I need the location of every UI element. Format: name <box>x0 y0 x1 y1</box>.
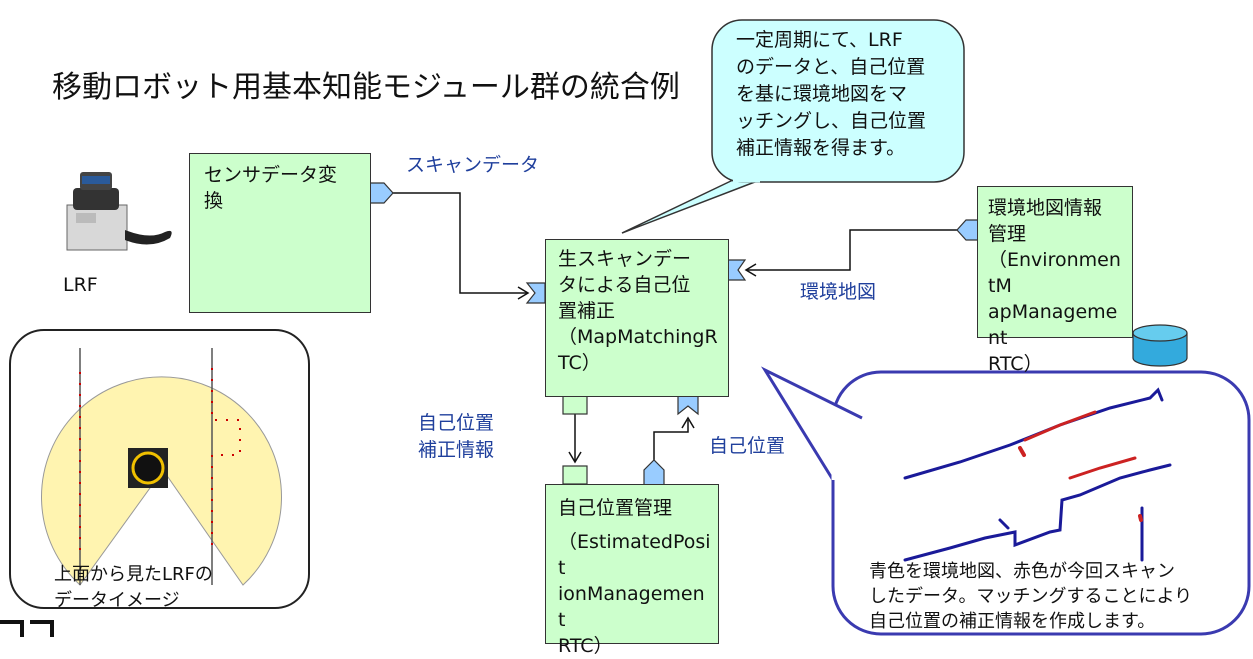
block-label-line2: タによる自己位 <box>558 274 691 296</box>
self-position-label: 自己位置 <box>709 435 786 457</box>
block-label-line3: 置補正 <box>558 300 616 322</box>
mapmatching-rtc-block[interactable]: 生スキャンデー タによる自己位 置補正 （MapMatchingR TC） <box>545 239 729 397</box>
callout-top-tail <box>621 179 761 234</box>
callout-line: ッチングし、自己位置 <box>736 110 927 132</box>
block-label-line3: ionManagement <box>558 583 705 631</box>
database-icon <box>1132 324 1188 367</box>
sensor-conversion-block[interactable]: センサデータ変 換 <box>189 153 371 313</box>
block-label-line2: 換 <box>204 190 224 212</box>
block-label-line4: apManagement <box>988 301 1118 349</box>
block-label-line1: センサデータ変 <box>204 164 338 186</box>
envmap-outport[interactable] <box>956 219 979 241</box>
envmap-rtc-block[interactable]: 環境地図情報 管理 （EnvironmentM apManagement RTC… <box>977 186 1133 375</box>
scan-data-label: スキャンデータ <box>406 154 540 176</box>
map-matching-plot <box>903 387 1172 562</box>
callout-line: 青色を環境地図、赤色が今回スキャン <box>869 561 1175 582</box>
estpos-inport-correction[interactable] <box>562 465 588 485</box>
lrf-panel-caption: 上面から見たLRFの データイメージ <box>54 562 213 614</box>
sensor-outport[interactable] <box>369 182 394 204</box>
caption-line: データイメージ <box>54 590 180 611</box>
lrf-scan-illustration <box>41 348 282 586</box>
lrf-device-icon <box>66 172 172 251</box>
callout-line: を基に環境地図をマ <box>736 83 908 105</box>
block-label-line5: RTC） <box>988 353 1043 375</box>
block-label-line1: 環境地図情報 <box>988 197 1103 219</box>
callout-bottom-tail <box>760 366 863 481</box>
callout-line: のデータと、自己位置 <box>736 56 926 78</box>
diagram-canvas <box>0 19 1251 637</box>
block-label-line5: TC） <box>558 352 601 374</box>
callout-bottom-text: 青色を環境地図、赤色が今回スキャン したデータ。マッチングすることにより 自己位… <box>869 559 1192 634</box>
block-label-line3: （EnvironmentM <box>988 249 1121 297</box>
caption-line: 上面から見たLRFの <box>54 564 213 585</box>
mapmatching-outport-correction[interactable] <box>562 395 588 415</box>
callout-top-text: 一定周期にて、LRF のデータと、自己位置 を基に環境地図をマ ッチングし、自己… <box>736 27 926 162</box>
block-label-line2: （EstimatedPosit <box>558 531 711 579</box>
env-map-label: 環境地図 <box>800 281 877 303</box>
mapmatching-inport-position[interactable] <box>677 395 699 416</box>
callout-line: 補正情報を得ます。 <box>736 137 906 159</box>
page-title: 移動ロボット用基本知能モジュール群の統合例 <box>52 70 680 105</box>
block-label-line2: 管理 <box>988 223 1027 245</box>
callout-line: 一定周期にて、LRF <box>736 29 903 51</box>
callout-line: したデータ。マッチングすることにより <box>869 586 1193 607</box>
mapmatching-inport-scan[interactable] <box>525 282 546 304</box>
block-label-line4: （MapMatchingR <box>558 326 718 348</box>
callout-line: 自己位置の補正情報を作成します。 <box>869 611 1156 632</box>
logo-fragment <box>0 620 54 637</box>
correction-label-line2: 補正情報 <box>418 439 495 461</box>
estpos-outport-position[interactable] <box>643 459 665 486</box>
estimated-position-rtc-block[interactable]: 自己位置管理 （EstimatedPosit ionManagement RTC… <box>545 484 719 657</box>
callout-bottom-bubble <box>831 370 1251 636</box>
callout-top-bubble <box>711 19 965 183</box>
block-label-line1: 自己位置管理 <box>558 497 673 519</box>
lrf-label: LRF <box>63 274 98 296</box>
correction-label-line1: 自己位置 <box>418 412 495 434</box>
mapmatching-inport-map[interactable] <box>727 259 747 281</box>
block-label-line1: 生スキャンデー <box>558 248 692 270</box>
